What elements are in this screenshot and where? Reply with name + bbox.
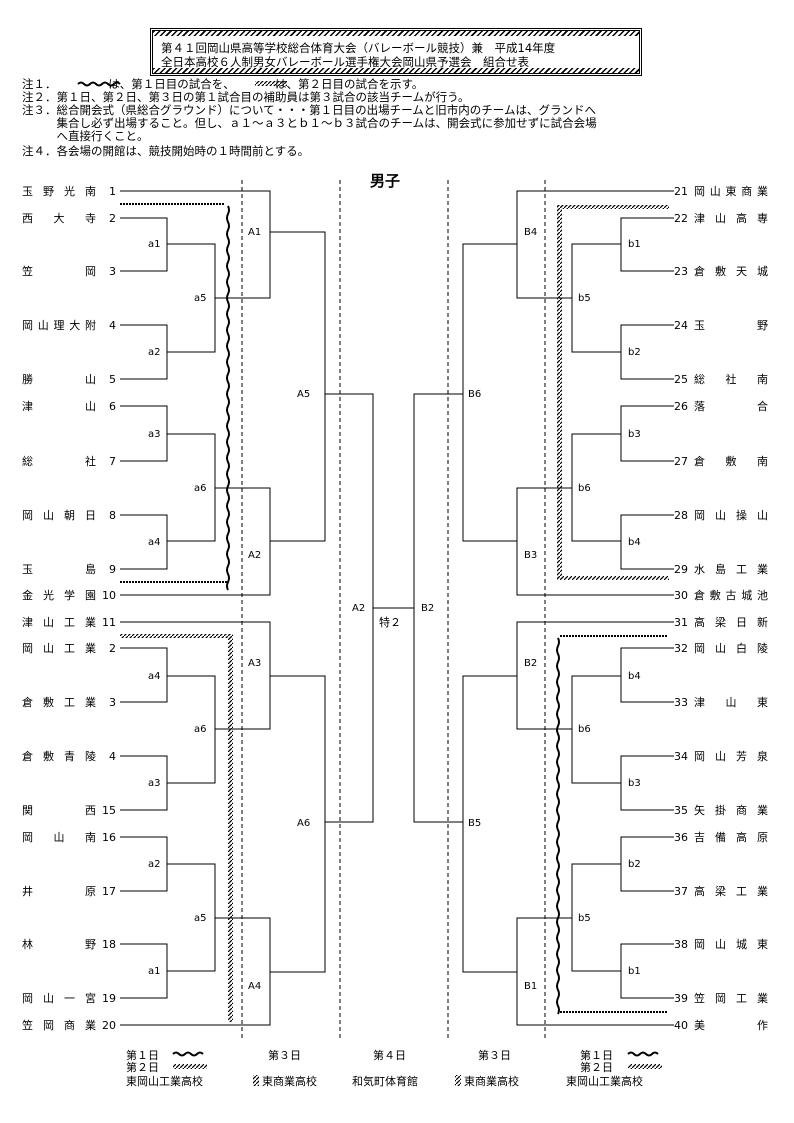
match-label: a3 — [148, 429, 161, 440]
title-hatch-bottom — [153, 68, 639, 73]
left-a6-top — [167, 433, 216, 542]
note-3c: へ直接行くこと。 — [22, 129, 149, 143]
final-label-left: A2 — [352, 603, 366, 614]
left-A5 — [270, 231, 326, 542]
footer-col2-day: 第３日 — [268, 1049, 301, 1062]
match-label: a1 — [148, 966, 161, 977]
match-label: b6 — [578, 483, 591, 494]
footer-right-venue: 東岡山工業高校 — [566, 1075, 643, 1088]
match-label: a4 — [148, 537, 161, 548]
match-label: A5 — [297, 389, 311, 400]
left-A1 — [120, 190, 271, 299]
match-label: a3 — [148, 778, 161, 789]
match-label: B3 — [524, 550, 538, 561]
footer-markers — [172, 1051, 662, 1086]
left-a4-bot — [120, 647, 168, 703]
title-hatch-top — [153, 31, 639, 36]
match-label: A3 — [248, 658, 262, 669]
footer-right-day1: 第１日 — [580, 1049, 613, 1062]
footer-left-day1: 第１日 — [126, 1049, 159, 1062]
match-label: B5 — [468, 818, 482, 829]
left-a4-top — [120, 514, 168, 570]
footer-right-day2: 第２日 — [580, 1061, 613, 1074]
day1-markers — [120, 203, 668, 1015]
match-label: a5 — [194, 293, 207, 304]
footer-center-day: 第４日 — [373, 1049, 406, 1062]
footer-col2-venue: 東商業高校 — [262, 1075, 317, 1088]
left-a5-bot — [167, 863, 216, 972]
match-label: A1 — [248, 227, 262, 238]
title-line-1: 第４１回岡山県高等学校総合体育大会（バレーボール競技）兼 平成14年度 — [161, 41, 556, 55]
match-label: a5 — [194, 913, 207, 924]
match-label: B6 — [468, 389, 482, 400]
footer-col4-day: 第３日 — [478, 1049, 511, 1062]
title-line-2: 全日本高校６人制男女バレーボール選手権大会岡山県予選会 組合せ表 — [161, 55, 529, 69]
title-box: 第４１回岡山県高等学校総合体育大会（バレーボール競技）兼 平成14年度 全日本高… — [150, 28, 642, 76]
match-label: A4 — [248, 981, 262, 992]
match-label: a4 — [148, 671, 161, 682]
left-a5-top — [167, 243, 216, 353]
right-b4-bot — [620, 647, 674, 703]
match-label: B2 — [524, 658, 538, 669]
left-semifinal — [325, 393, 374, 823]
match-label: a6 — [194, 724, 207, 735]
match-label: b3 — [628, 429, 641, 440]
match-label: b2 — [628, 347, 641, 358]
final-special-label: 特２ — [379, 616, 401, 629]
bracket-heading: 男子 — [370, 172, 401, 190]
match-label: b4 — [628, 671, 641, 682]
match-label: b1 — [628, 966, 641, 977]
match-label: b2 — [628, 859, 641, 870]
note-4: 注４．各会場の開館は、競技開始時の１時間前とする。 — [22, 144, 310, 158]
note-3b: 集合し必ず出場すること。但し、ａ１～ａ３とｂ１～ｂ３試合のチームは、開会式に参加… — [22, 116, 597, 130]
note-1: 注１． は、第１日目の試合を、 は、第２日目の試合を示す。 — [22, 77, 424, 91]
right-B5 — [462, 675, 517, 973]
right-b4-top — [620, 514, 674, 570]
match-label: b4 — [628, 537, 641, 548]
match-label: B4 — [524, 227, 538, 238]
right-semifinal — [413, 393, 463, 823]
left-a6-bot — [167, 675, 216, 784]
match-label: a1 — [148, 239, 161, 250]
day2-markers — [120, 205, 669, 1022]
final-label-right: B2 — [421, 603, 435, 614]
match-label: A6 — [297, 818, 311, 829]
footer-col4-venue: 東商業高校 — [464, 1075, 519, 1088]
left-A6 — [270, 675, 326, 973]
footer-left-venue: 東岡山工業高校 — [126, 1075, 203, 1088]
note-3a: 注３．総合開会式（県総合グラウンド）について・・・第１日目の出場チームと旧市内の… — [22, 103, 596, 117]
legend-markers — [77, 81, 287, 87]
match-label: A2 — [248, 550, 262, 561]
note-2: 注２．第１日、第２日、第３日の第１試合目の補助員は第３試合の該当チームが行う。 — [22, 90, 470, 104]
match-label: b3 — [628, 778, 641, 789]
match-label: b5 — [578, 293, 591, 304]
match-label: B1 — [524, 981, 538, 992]
match-label: a2 — [148, 347, 161, 358]
match-label: a2 — [148, 859, 161, 870]
match-label: b1 — [628, 239, 641, 250]
footer-left-day2: 第２日 — [126, 1061, 159, 1074]
match-label: b5 — [578, 913, 591, 924]
right-B6 — [462, 243, 517, 542]
column-separators — [241, 180, 546, 1040]
match-label: b6 — [578, 724, 591, 735]
match-label: a6 — [194, 483, 207, 494]
footer-center-venue: 和気町体育館 — [352, 1075, 418, 1088]
